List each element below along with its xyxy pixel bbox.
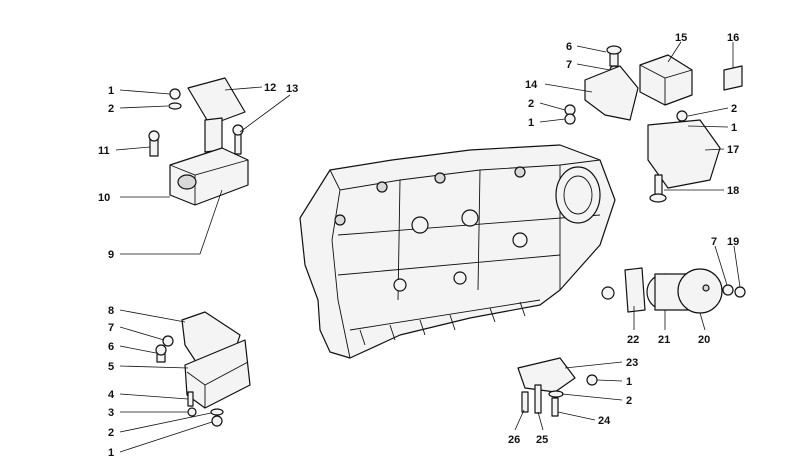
callout-11: 11 — [98, 145, 110, 157]
washer-2 — [168, 102, 182, 110]
nut-1 — [169, 88, 181, 100]
callout-1b: 1 — [108, 447, 114, 459]
bracket-14 — [584, 65, 639, 121]
callout-14: 14 — [525, 79, 538, 91]
callout-2b: 2 — [108, 427, 114, 439]
callout-3: 3 — [108, 407, 114, 419]
bracket-12 — [187, 77, 246, 126]
part-3 — [187, 407, 197, 417]
left-upper-mount-assembly — [148, 77, 249, 206]
bolt-4 — [187, 391, 194, 407]
callout-2: 2 — [108, 103, 114, 115]
callout-26: 26 — [508, 434, 520, 446]
callout-7: 7 — [108, 322, 114, 334]
nut-19 — [734, 286, 746, 298]
nut-1t — [564, 113, 576, 125]
bolt-25 — [534, 384, 542, 414]
left-lower-mount-assembly — [155, 311, 251, 427]
rubber-mount-5 — [184, 339, 251, 409]
callout-1t2: 1 — [731, 122, 737, 134]
washer-2b — [210, 408, 224, 416]
callout-6t: 6 — [566, 41, 572, 53]
callout-15: 15 — [675, 32, 687, 44]
callout-8: 8 — [108, 305, 114, 317]
callout-2t: 2 — [528, 98, 534, 110]
bracket-23 — [517, 357, 576, 393]
washer-7 — [162, 335, 174, 347]
callout-1t: 1 — [528, 117, 534, 129]
callout-23: 23 — [626, 357, 638, 369]
engine-block — [299, 144, 616, 359]
nut-1b — [211, 415, 223, 427]
washer-7m — [722, 284, 734, 296]
callout-9: 9 — [108, 249, 114, 261]
callout-20: 20 — [698, 334, 710, 346]
bracket-22 — [624, 267, 646, 313]
callout-labels: 1 2 12 13 11 10 9 8 7 6 5 4 3 2 1 6 7 14… — [98, 32, 739, 459]
callout-17: 17 — [727, 144, 739, 156]
callout-24: 24 — [598, 415, 611, 427]
leader-lines — [115, 41, 741, 453]
nut-1m — [586, 374, 598, 386]
callout-7m: 7 — [711, 236, 717, 248]
callout-5: 5 — [108, 361, 114, 373]
bolt-26 — [521, 391, 529, 413]
rubber-mount-10 — [169, 147, 249, 206]
callout-25: 25 — [536, 434, 548, 446]
callout-7t: 7 — [566, 59, 572, 71]
callout-6: 6 — [108, 341, 114, 353]
heat-shield-17 — [647, 119, 721, 189]
callout-12: 12 — [264, 82, 276, 94]
bottom-mount-assembly — [517, 357, 598, 417]
callout-13: 13 — [286, 83, 298, 95]
callout-4: 4 — [108, 389, 115, 401]
top-right-mount-assembly — [564, 45, 743, 203]
washer-2m — [548, 390, 564, 398]
callout-2t2: 2 — [731, 103, 737, 115]
bolt-24 — [551, 397, 559, 417]
callout-10: 10 — [98, 192, 110, 204]
callout-1: 1 — [108, 85, 114, 97]
bracket-16 — [723, 65, 743, 91]
callout-22: 22 — [627, 334, 639, 346]
mount-15 — [639, 54, 693, 106]
callout-1m: 1 — [626, 376, 632, 388]
callout-21: 21 — [658, 334, 670, 346]
callout-19: 19 — [727, 236, 739, 248]
callout-2m: 2 — [626, 395, 632, 407]
washer-2t2 — [676, 110, 688, 122]
rubber-mount-20 — [677, 268, 723, 314]
right-middle-mount-assembly — [601, 267, 746, 314]
callout-16: 16 — [727, 32, 739, 44]
callout-18: 18 — [727, 185, 739, 197]
